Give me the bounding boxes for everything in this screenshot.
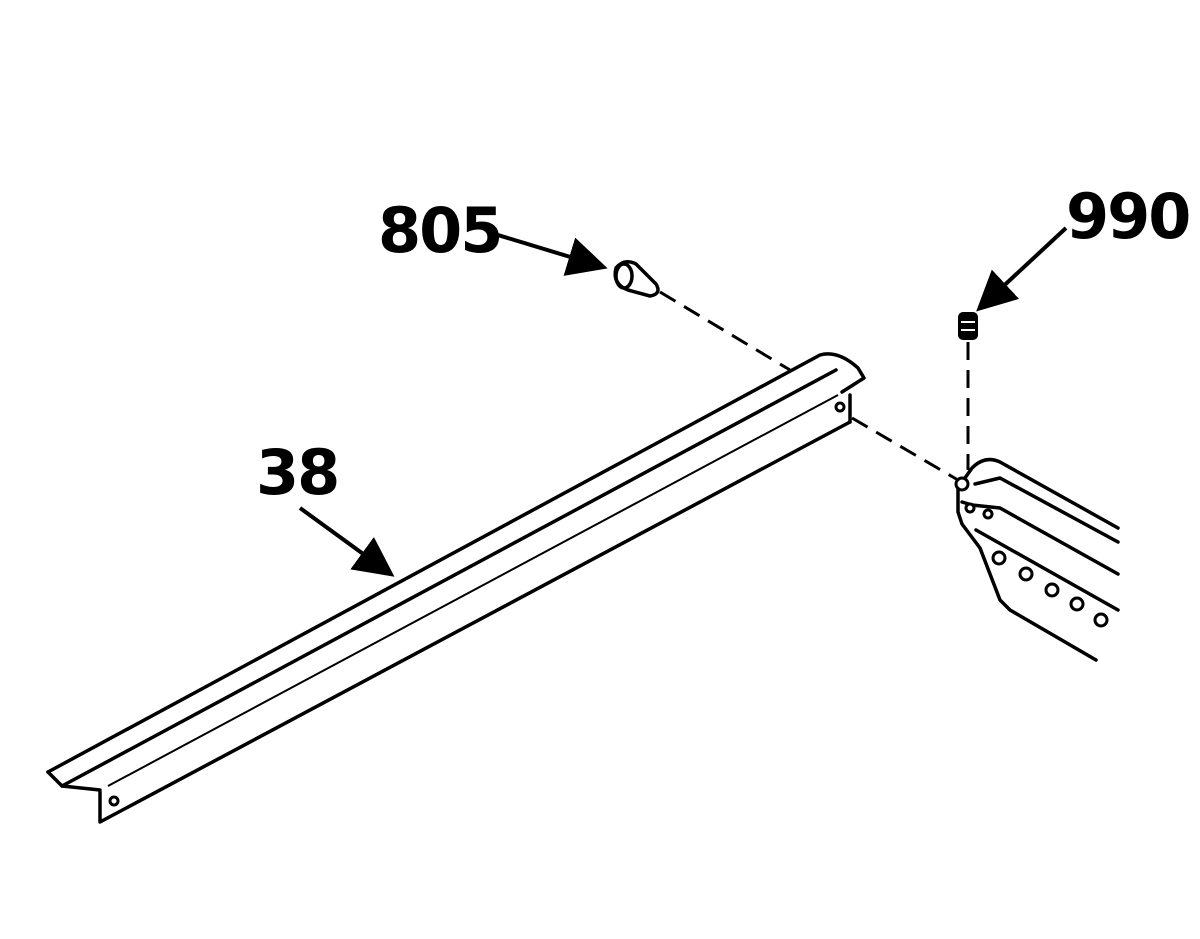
rail-part (46, 352, 866, 824)
callout-label-805: 805 (378, 194, 501, 267)
leader-arrow-990 (976, 226, 1068, 312)
bolt-part (613, 260, 660, 298)
callout-label-990: 990 (1066, 180, 1189, 253)
callout-label-38: 38 (256, 436, 338, 509)
nut-part (958, 312, 978, 340)
leader-arrow-805 (487, 230, 608, 276)
assembly-line-bolt (659, 290, 791, 372)
leader-arrow-38 (298, 506, 395, 577)
bracket-part (954, 457, 1120, 662)
assembly-line-rail (851, 416, 959, 482)
